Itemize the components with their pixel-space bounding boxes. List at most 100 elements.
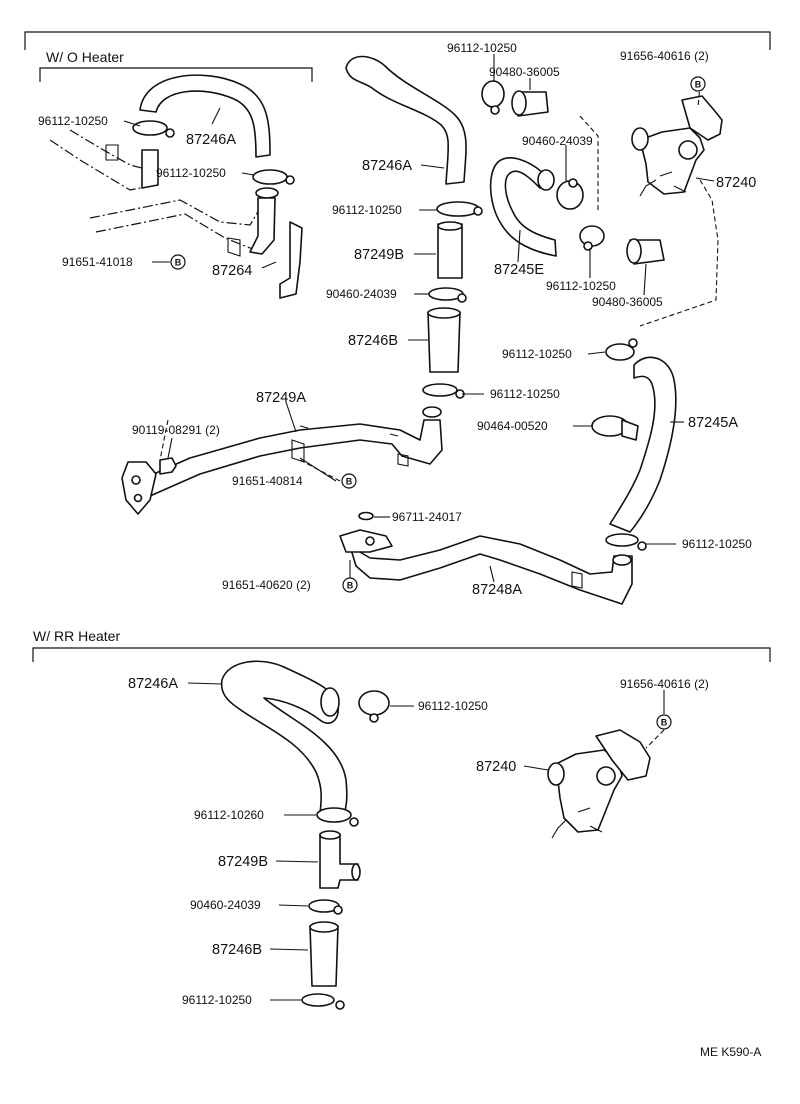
label-r05: 96112-10260 [194,808,264,822]
badge-b-c28: B [342,577,358,593]
pipe-87264-neck [249,197,276,255]
label-c20: 87249A [256,390,306,406]
clamp-87245a-top [605,343,635,361]
pipe-87248a-flange-hole [365,536,375,546]
pipe-87264-long-2 [95,213,271,251]
label-c16: 90460-24039 [326,287,397,301]
valve-87240-upper-lever [639,171,687,197]
pipe-stub-upper-left [49,139,151,191]
dashed-guide-bolt [159,419,169,461]
clamp-screw-87245e-2 [583,241,593,251]
valve-87240-upper-bracket [681,95,723,141]
connector-87249b-lower-branch [351,863,361,881]
clamp-center-1 [436,201,480,217]
label-r01: 87246A [128,676,178,692]
label-c29: 87248A [472,582,522,598]
label-c09: 87246A [362,158,412,174]
pipe-87249a-flange-hole-2 [133,493,143,503]
valve-87240-lower-lever [551,807,603,839]
hose-87246a-lower [220,660,348,815]
leader-r01 [187,682,223,685]
connector-87249b-lower [319,833,359,889]
dashed-guide-valve [579,115,599,210]
clamp-lower-right-1 [605,533,639,547]
valve-87240-lower-knob [596,766,616,786]
leader-r07 [278,904,309,907]
band-clamp-90464-tab [621,419,639,441]
badge-b-c13: B [170,254,186,270]
leader-c20 [285,401,297,433]
label-r07: 90460-24039 [190,898,261,912]
label-r08: 87246B [212,942,262,958]
label-c18: 87246B [348,333,398,349]
hose-87246a-upper-left [139,74,271,158]
bolt-90119 [159,457,177,475]
clamp-lower-top [358,690,390,716]
label-c14: 87264 [212,263,252,279]
label-r02: 96112-10250 [418,699,488,713]
clamp-screw-center-1 [473,206,483,216]
hose-87246b-lower-top [309,921,339,933]
label-c10: 96112-10250 [332,203,402,217]
label-c15: 96112-10250 [546,279,616,293]
dashed-guide-lower-bolt [645,729,665,749]
hose-87246b-lower [309,925,339,987]
leader-r04 [523,765,549,771]
clamp-lower-1 [316,807,352,823]
label-r03: 91656-40616 (2) [620,677,709,691]
badge-b-c03: B [690,76,706,92]
label-c01: 96112-10250 [447,41,517,55]
clamp-screw-87245a-top [628,338,638,348]
leader-c29 [489,565,495,583]
valve-87240-upper-port [631,127,649,151]
label-c22: 90119-08291 (2) [132,423,220,437]
leader-r08 [269,948,309,951]
clamp-screw-lower-2 [333,905,343,915]
wo-heater-frame [24,31,771,50]
label-c07: 96112-10250 [156,166,226,180]
label-c05: 87246A [186,132,236,148]
pipe-87249a-tab-2 [397,453,409,467]
leader-c14 [261,261,277,269]
clamp-screw-lower-3 [335,1000,345,1010]
clamp-87245e-2 [579,225,605,247]
section-title-wo-heater: W/ O Heater [46,49,124,65]
pipe-87249a-mark [299,425,399,437]
grommet-90480-lower-face [626,238,642,264]
clamp-screw-upper-left-1 [165,128,175,138]
connector-87249b-upper-top [437,221,463,231]
hose-87246a-lower-end [320,687,340,717]
badge-b-c25: B [341,473,357,489]
label-r04: 87240 [476,759,516,775]
wo-heater-subframe [39,67,313,82]
leader-c12 [517,229,521,263]
valve-87240-lower-bracket [595,729,651,781]
leader-c05 [211,107,221,125]
clamp-upper-left-1 [132,120,168,136]
pipe-87264-tab [227,237,241,257]
pipe-87264-long [89,199,263,226]
svg-text:B: B [175,258,182,268]
label-c17: 90480-36005 [592,295,663,309]
label-c26: 96711-24017 [392,510,462,524]
clamp-upper-left-3 [255,187,279,199]
connector-87249b-lower-top [319,830,341,840]
label-c02: 90480-36005 [489,65,560,79]
label-c21: 96112-10250 [490,387,560,401]
connector-87249b-upper [437,223,463,279]
clamp-screw-lower-top [369,713,379,723]
valve-87240-lower-body [555,749,623,833]
figure-code: ME K590-A [700,1045,761,1059]
leader-c04 [123,120,141,127]
label-c11: 87249B [354,247,404,263]
leader-c09 [420,164,445,169]
label-c13: 91651-41018 [62,255,133,269]
clamp-center-3 [422,383,458,397]
clamp-lower-3 [301,993,335,1007]
rr-heater-frame [32,647,771,662]
svg-text:B: B [695,80,702,90]
leader-c22 [167,437,173,459]
pipe-87249a-end [422,406,442,418]
hose-87246a-center [345,55,467,185]
